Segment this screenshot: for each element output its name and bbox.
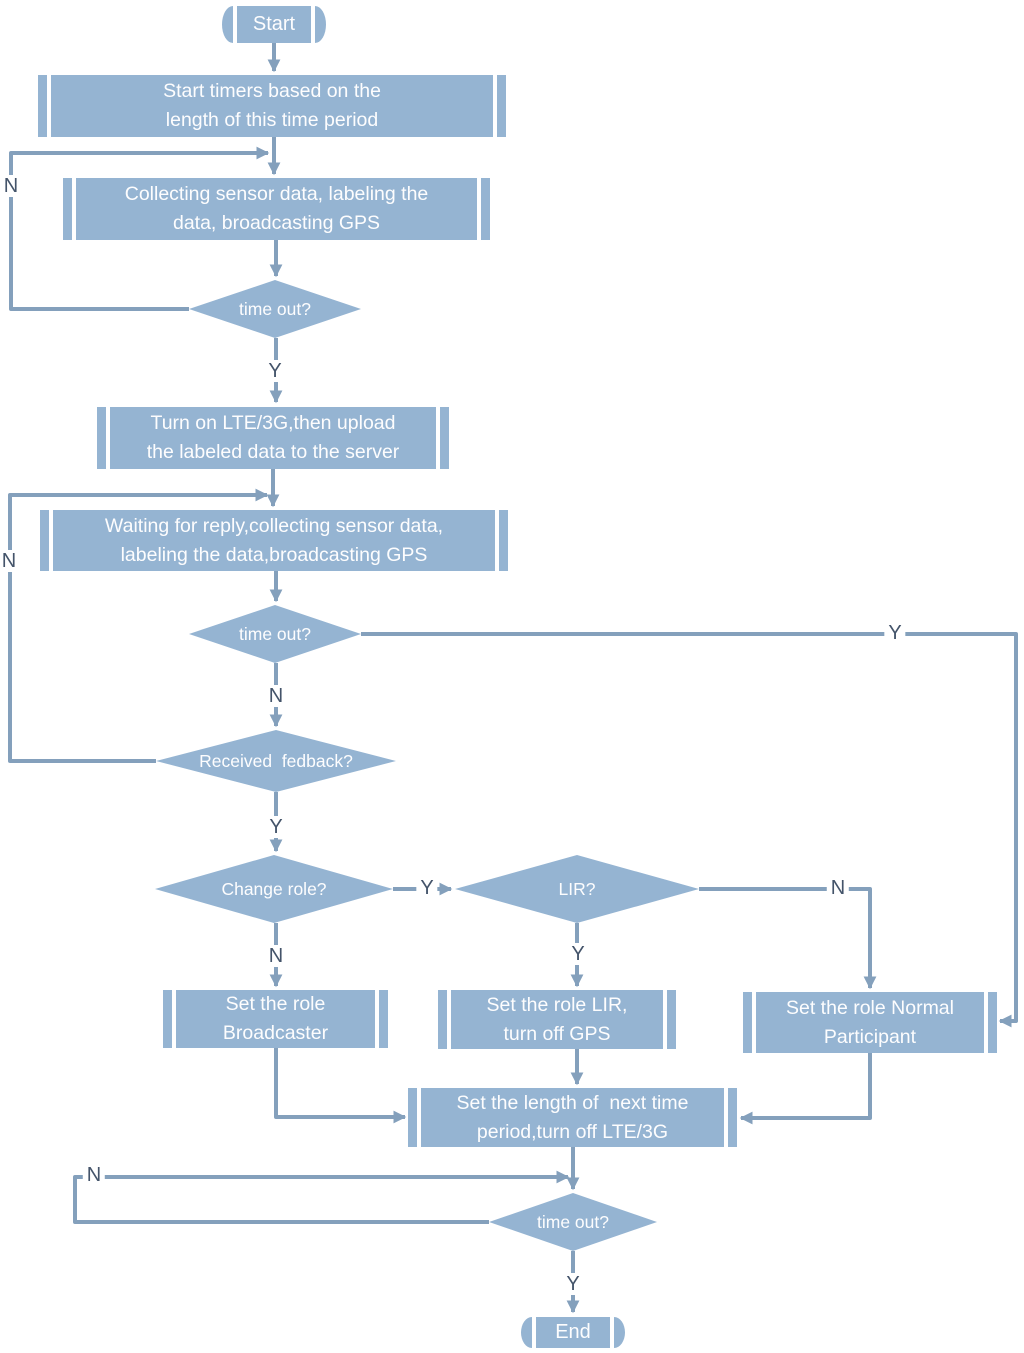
connector-lir-no bbox=[699, 887, 877, 990]
process-side-bar bbox=[40, 510, 49, 571]
process-start-timers: Start timers based on the length of this… bbox=[38, 75, 506, 137]
process-side-bar bbox=[408, 1088, 417, 1147]
connector-normal-to-length bbox=[739, 1053, 872, 1125]
process-text-line2: length of this time period bbox=[165, 109, 379, 131]
branch-label-feedback-no: N bbox=[0, 550, 21, 572]
process-side-bar bbox=[97, 407, 106, 469]
process-set-lir: Set the role LIR, turn off GPS bbox=[438, 990, 676, 1049]
branch-label-timeout2-yes: Y bbox=[884, 622, 906, 644]
process-side-bar bbox=[163, 990, 172, 1048]
process-side-bar bbox=[728, 1088, 737, 1147]
process-set-broadcaster: Set the role Broadcaster bbox=[163, 990, 388, 1048]
branch-label-changerole-no: N bbox=[264, 945, 288, 967]
branch-label-lir-yes: Y bbox=[567, 943, 589, 965]
process-text-line1: Turn on LTE/3G,then upload bbox=[150, 412, 396, 434]
terminator-right-cap bbox=[315, 6, 326, 43]
terminator-left-cap bbox=[222, 6, 233, 43]
connector-timeout3-no-loop bbox=[73, 1170, 570, 1224]
branch-label-timeout2-no: N bbox=[264, 685, 288, 707]
process-text-line1: Set the length of next time bbox=[456, 1091, 689, 1114]
start-label: Start bbox=[252, 13, 296, 35]
process-set-normal: Set the role Normal Participant bbox=[743, 992, 997, 1053]
branch-label-feedback-yes: Y bbox=[265, 816, 287, 838]
connector-timeout1-no-loop bbox=[9, 146, 270, 311]
process-side-bar bbox=[497, 75, 506, 137]
process-side-bar bbox=[438, 990, 447, 1049]
process-side-bar bbox=[667, 990, 676, 1049]
process-side-bar bbox=[38, 75, 47, 137]
process-text-line1: Waiting for reply,collecting sensor data… bbox=[104, 514, 444, 537]
process-set-length: Set the length of next time period,turn … bbox=[408, 1088, 737, 1147]
branch-label-lir-no: N bbox=[826, 877, 850, 899]
process-side-bar bbox=[379, 990, 388, 1048]
process-text-line1: Collecting sensor data, labeling the bbox=[124, 183, 429, 205]
branch-label-timeout1-yes: Y bbox=[264, 360, 286, 382]
decision-text: time out? bbox=[239, 298, 311, 319]
end-label: End bbox=[555, 1321, 591, 1343]
terminator-right-cap bbox=[614, 1317, 625, 1348]
process-text-line1: Start timers based on the bbox=[163, 80, 381, 102]
process-side-bar bbox=[440, 407, 449, 469]
process-text-line2: Participant bbox=[823, 1025, 917, 1048]
process-side-bar bbox=[743, 992, 752, 1053]
decision-text: Change role? bbox=[221, 878, 327, 899]
process-turn-on-lte: Turn on LTE/3G,then upload the labeled d… bbox=[97, 407, 449, 469]
process-text-line2: period,turn off LTE/3G bbox=[476, 1120, 669, 1143]
process-text-line2: Broadcaster bbox=[222, 1022, 329, 1044]
terminator-end: End bbox=[521, 1317, 625, 1348]
terminator-start: Start bbox=[222, 6, 326, 43]
process-text-line2: the labeled data to the server bbox=[146, 441, 400, 463]
branch-label-timeout3-no: N bbox=[82, 1164, 106, 1186]
process-side-bar bbox=[63, 178, 72, 240]
connector-timeout2-yes-right bbox=[361, 632, 1018, 1028]
process-collect-sensor: Collecting sensor data, labeling the dat… bbox=[63, 178, 490, 240]
process-side-bar bbox=[988, 992, 997, 1053]
process-waiting-reply: Waiting for reply,collecting sensor data… bbox=[40, 510, 508, 571]
branch-label-timeout3-yes: Y bbox=[562, 1273, 584, 1295]
connector-broadcaster-to-length bbox=[274, 1048, 407, 1124]
process-side-bar bbox=[481, 178, 490, 240]
decision-text: LIR? bbox=[558, 878, 596, 899]
decision-text: time out? bbox=[537, 1211, 609, 1232]
branch-label-changerole-yes: Y bbox=[416, 877, 438, 899]
connector-feedback-no-loop bbox=[8, 488, 269, 763]
process-text-line2: turn off GPS bbox=[503, 1022, 611, 1045]
branch-label-timeout1-no: N bbox=[0, 175, 23, 197]
decision-text: Received fedback? bbox=[199, 750, 353, 771]
process-text-line2: data, broadcasting GPS bbox=[172, 212, 381, 234]
process-text-line2: labeling the data,broadcasting GPS bbox=[120, 543, 428, 566]
terminator-left-cap bbox=[521, 1317, 532, 1348]
process-side-bar bbox=[499, 510, 508, 571]
decision-text: time out? bbox=[239, 623, 311, 644]
process-text-line1: Set the role LIR, bbox=[486, 993, 628, 1016]
process-text-line1: Set the role bbox=[225, 993, 326, 1015]
process-text-line1: Set the role Normal bbox=[786, 996, 954, 1019]
